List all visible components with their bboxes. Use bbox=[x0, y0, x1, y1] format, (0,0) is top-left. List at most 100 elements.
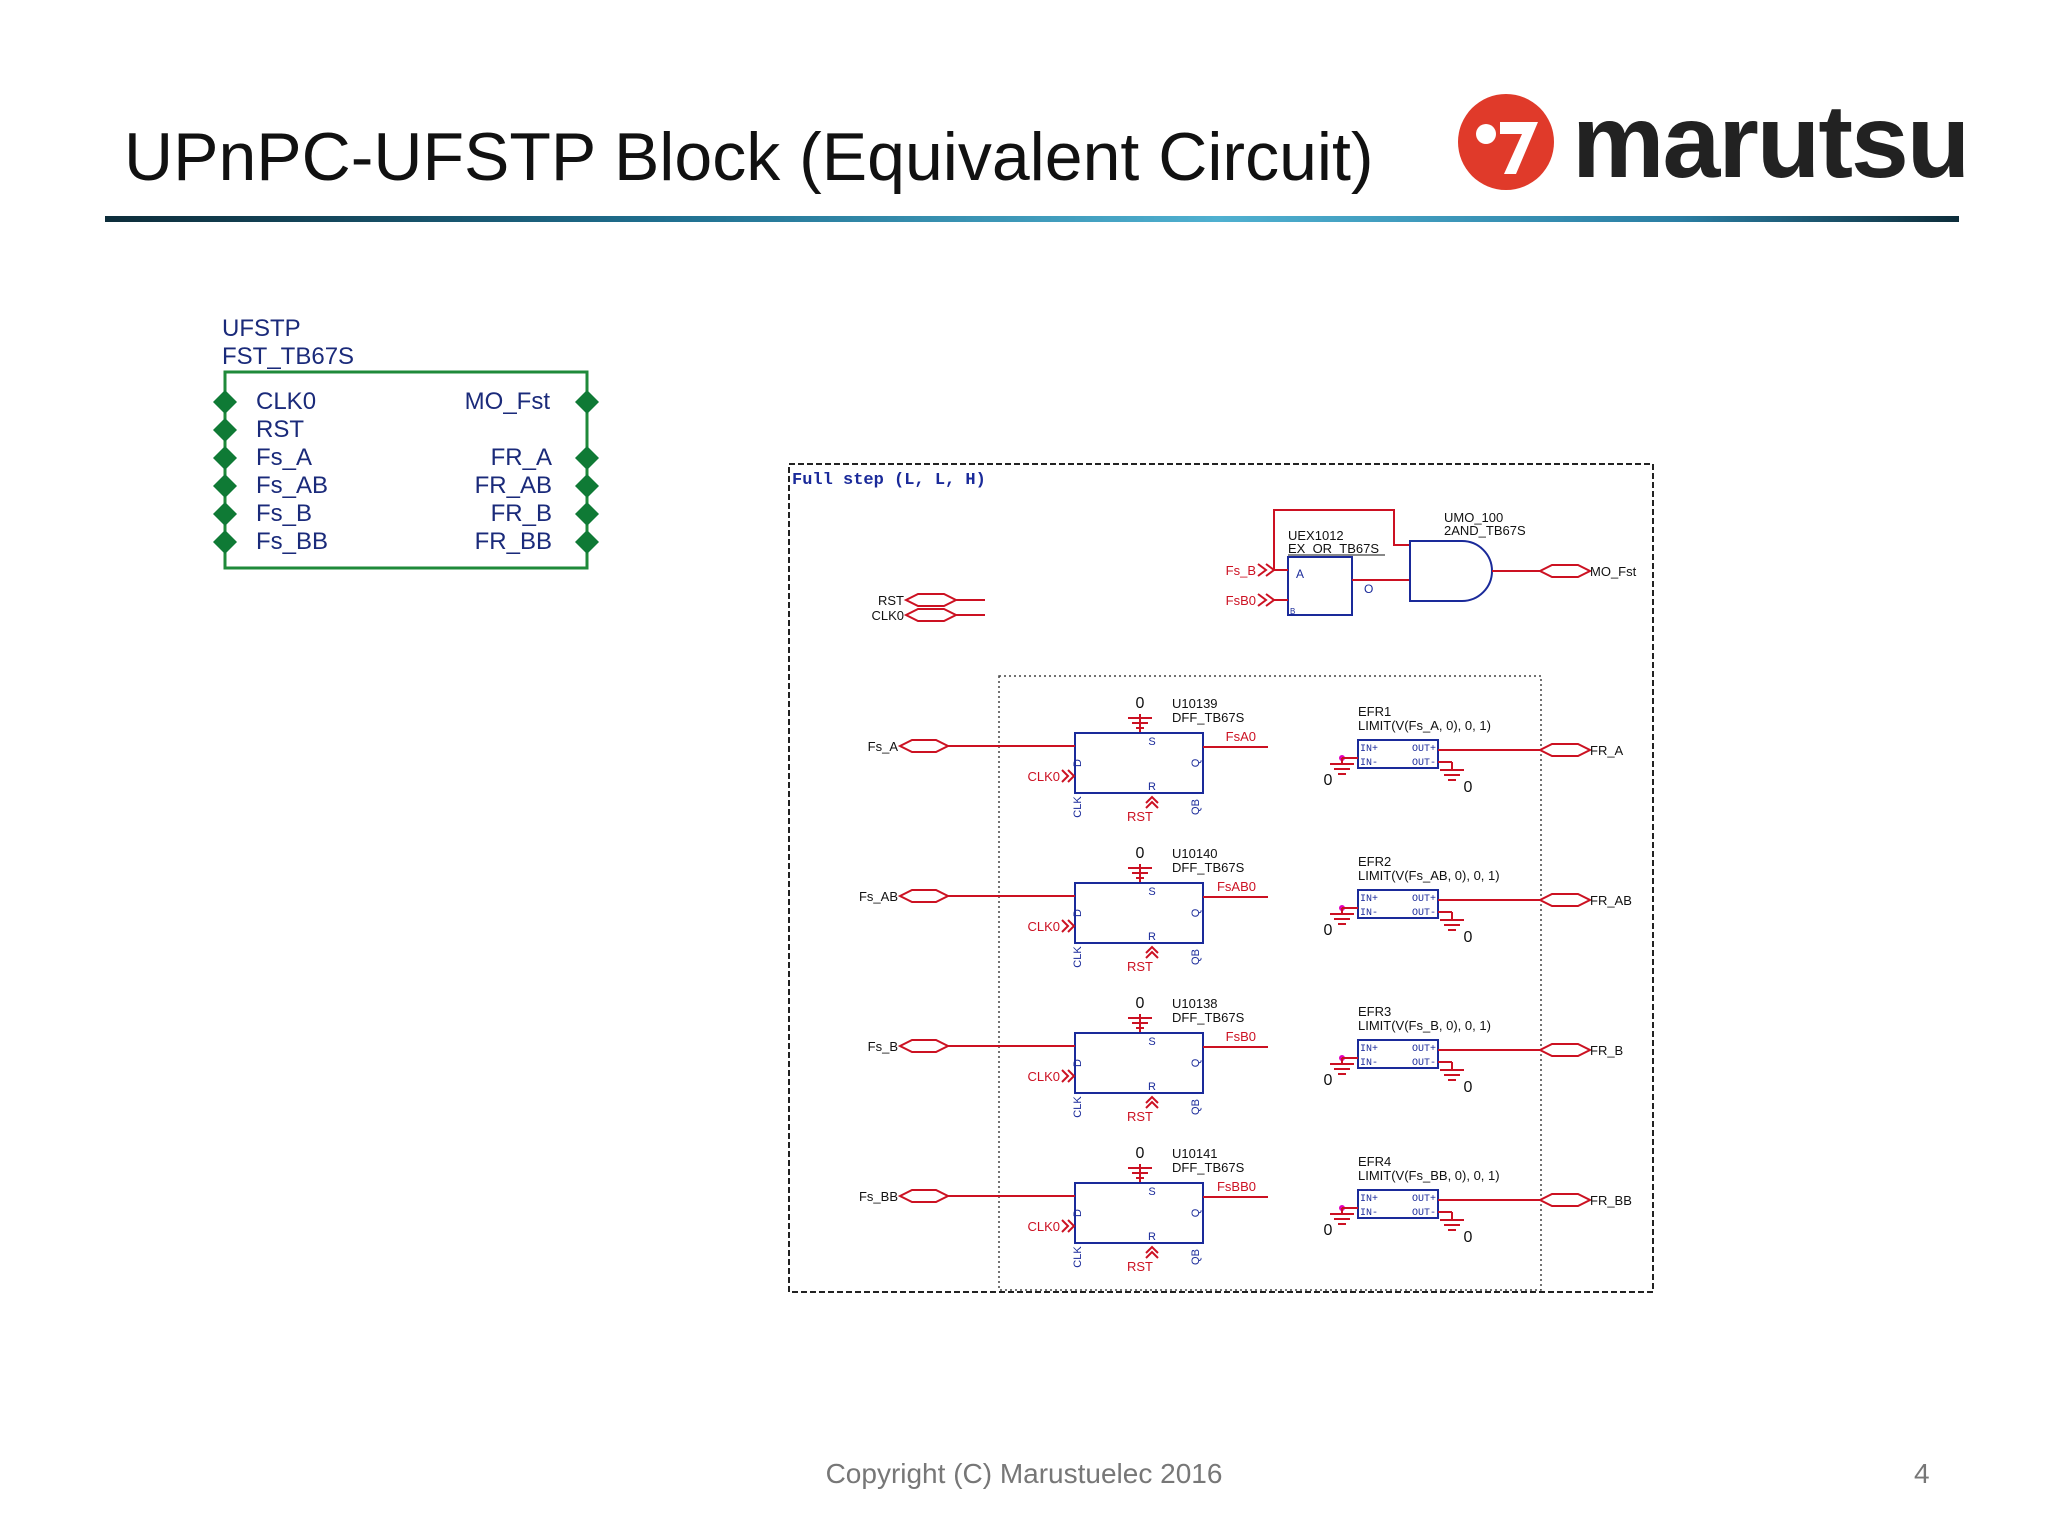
dff-pin-r: R bbox=[1148, 1231, 1156, 1243]
left-pin-fs-bb: Fs_BB bbox=[213, 528, 328, 555]
row-clk-label: CLK0 bbox=[1027, 1069, 1060, 1084]
svg-text:Fs_A: Fs_A bbox=[256, 444, 312, 471]
left-pin-fs-a: Fs_A bbox=[213, 444, 312, 471]
left-pin-fs-b: Fs_B bbox=[213, 500, 312, 527]
dff-part: DFF_TB67S bbox=[1172, 1160, 1245, 1175]
limit-pin-out-n: OUT- bbox=[1412, 908, 1436, 919]
row-input-label: Fs_B bbox=[868, 1039, 898, 1054]
dff-pin-q: Q bbox=[1190, 1208, 1202, 1217]
and-gate: UMO_100 2AND_TB67S MO_Fst bbox=[1409, 510, 1637, 602]
limit-pin-out-p: OUT+ bbox=[1412, 1044, 1436, 1055]
marutsu-logo: marutsu bbox=[1456, 84, 1970, 200]
slide-title: UPnPC-UFSTP Block (Equivalent Circuit) bbox=[124, 119, 1374, 195]
limit-ground-right-label: 0 bbox=[1464, 929, 1473, 946]
dff-zero-label: 0 bbox=[1136, 995, 1145, 1012]
block-name: UFSTP bbox=[222, 315, 301, 342]
limit-expr: LIMIT(V(Fs_A, 0), 0, 1) bbox=[1358, 718, 1491, 733]
logo-mark-icon bbox=[1458, 94, 1554, 190]
svg-text:Fs_BB: Fs_BB bbox=[256, 528, 328, 555]
limit-ref: EFR2 bbox=[1358, 854, 1391, 869]
limit-ground-right-label: 0 bbox=[1464, 1079, 1473, 1096]
dff-pin-r: R bbox=[1148, 1081, 1156, 1093]
dff-pin-qb: QB bbox=[1190, 949, 1202, 965]
limit-pin-in-p: IN+ bbox=[1360, 1194, 1378, 1205]
dff-pin-q: Q bbox=[1190, 1058, 1202, 1067]
svg-text:2AND_TB67S: 2AND_TB67S bbox=[1444, 523, 1526, 538]
left-pin-fs-ab: Fs_AB bbox=[213, 472, 328, 499]
limit-pin-out-p: OUT+ bbox=[1412, 1194, 1436, 1205]
svg-text:FR_BB: FR_BB bbox=[475, 528, 552, 555]
right-pin-mo-fst: MO_Fst bbox=[465, 388, 599, 415]
dff-ref: U10140 bbox=[1172, 846, 1218, 861]
dff-pin-d: D bbox=[1072, 1209, 1084, 1217]
left-pin-clk0: CLK0 bbox=[213, 388, 316, 415]
svg-text:UEX1012: UEX1012 bbox=[1288, 528, 1344, 543]
svg-text:UMO_100: UMO_100 bbox=[1444, 510, 1503, 525]
limit-pin-in-p: IN+ bbox=[1360, 744, 1378, 755]
page-number: 4 bbox=[1914, 1458, 1930, 1489]
dff-body bbox=[1074, 732, 1204, 794]
row-rst-label: RST bbox=[1127, 959, 1153, 974]
dff-pin-s: S bbox=[1148, 1186, 1155, 1198]
limit-ref: EFR3 bbox=[1358, 1004, 1391, 1019]
svg-text:MO_Fst: MO_Fst bbox=[465, 388, 551, 415]
limit-body bbox=[1357, 739, 1439, 769]
limit-ground-left-label: 0 bbox=[1324, 772, 1333, 789]
dff-pin-r: R bbox=[1148, 931, 1156, 943]
block-part: FST_TB67S bbox=[222, 343, 354, 370]
frame-title: Full step (L, L, H) bbox=[792, 471, 986, 490]
svg-text:FsB0: FsB0 bbox=[1226, 593, 1256, 608]
dff-pin-clk: CLK bbox=[1072, 946, 1084, 968]
svg-text:MO_Fst: MO_Fst bbox=[1590, 564, 1637, 579]
dff-pin-qb: QB bbox=[1190, 1249, 1202, 1265]
row-output-label: FR_AB bbox=[1590, 893, 1632, 908]
right-pin-fr-b: FR_B bbox=[491, 500, 599, 527]
svg-text:B: B bbox=[1290, 607, 1295, 616]
xor-gate: UEX1012 EX_OR_TB67S A B O Fs_B FsB0 bbox=[1226, 509, 1410, 616]
limit-pin-in-p: IN+ bbox=[1360, 894, 1378, 905]
limit-ground-left-label: 0 bbox=[1324, 1072, 1333, 1089]
limit-expr: LIMIT(V(Fs_AB, 0), 0, 1) bbox=[1358, 868, 1500, 883]
limit-pin-in-n: IN- bbox=[1360, 1058, 1378, 1069]
row-q-net: FsAB0 bbox=[1217, 879, 1256, 894]
dff-body bbox=[1074, 1032, 1204, 1094]
limit-ref: EFR1 bbox=[1358, 704, 1391, 719]
limit-pin-in-n: IN- bbox=[1360, 908, 1378, 919]
limit-pin-out-n: OUT- bbox=[1412, 1058, 1436, 1069]
row-input-label: Fs_BB bbox=[859, 1189, 898, 1204]
dff-pin-q: Q bbox=[1190, 758, 1202, 767]
dff-pin-d: D bbox=[1072, 759, 1084, 767]
limit-ground-left-label: 0 bbox=[1324, 1222, 1333, 1239]
limit-pin-out-n: OUT- bbox=[1412, 758, 1436, 769]
limit-expr: LIMIT(V(Fs_B, 0), 0, 1) bbox=[1358, 1018, 1491, 1033]
row-rst-label: RST bbox=[1127, 1259, 1153, 1274]
rst-input-port: RST bbox=[878, 593, 985, 608]
svg-text:O: O bbox=[1364, 582, 1373, 596]
dff-pin-d: D bbox=[1072, 1059, 1084, 1067]
svg-text:CLK0: CLK0 bbox=[871, 608, 904, 623]
dff-body bbox=[1074, 1182, 1204, 1244]
row-q-net: FsA0 bbox=[1226, 729, 1256, 744]
limit-ground-left-label: 0 bbox=[1324, 922, 1333, 939]
logo-text: marutsu bbox=[1572, 84, 1970, 200]
right-pin-fr-a: FR_A bbox=[491, 444, 599, 471]
svg-text:RST: RST bbox=[878, 593, 904, 608]
svg-text:RST: RST bbox=[256, 416, 304, 443]
dff-ref: U10141 bbox=[1172, 1146, 1218, 1161]
row-clk-label: CLK0 bbox=[1027, 1219, 1060, 1234]
dff-body bbox=[1074, 882, 1204, 944]
row-clk-label: CLK0 bbox=[1027, 769, 1060, 784]
dff-pin-qb: QB bbox=[1190, 1099, 1202, 1115]
right-pin-fr-ab: FR_AB bbox=[475, 472, 599, 499]
row-q-net: FsBB0 bbox=[1217, 1179, 1256, 1194]
dff-pin-qb: QB bbox=[1190, 799, 1202, 815]
left-pin-rst: RST bbox=[213, 416, 304, 443]
limit-expr: LIMIT(V(Fs_BB, 0), 0, 1) bbox=[1358, 1168, 1500, 1183]
dff-ref: U10139 bbox=[1172, 696, 1218, 711]
limit-pin-out-n: OUT- bbox=[1412, 1208, 1436, 1219]
